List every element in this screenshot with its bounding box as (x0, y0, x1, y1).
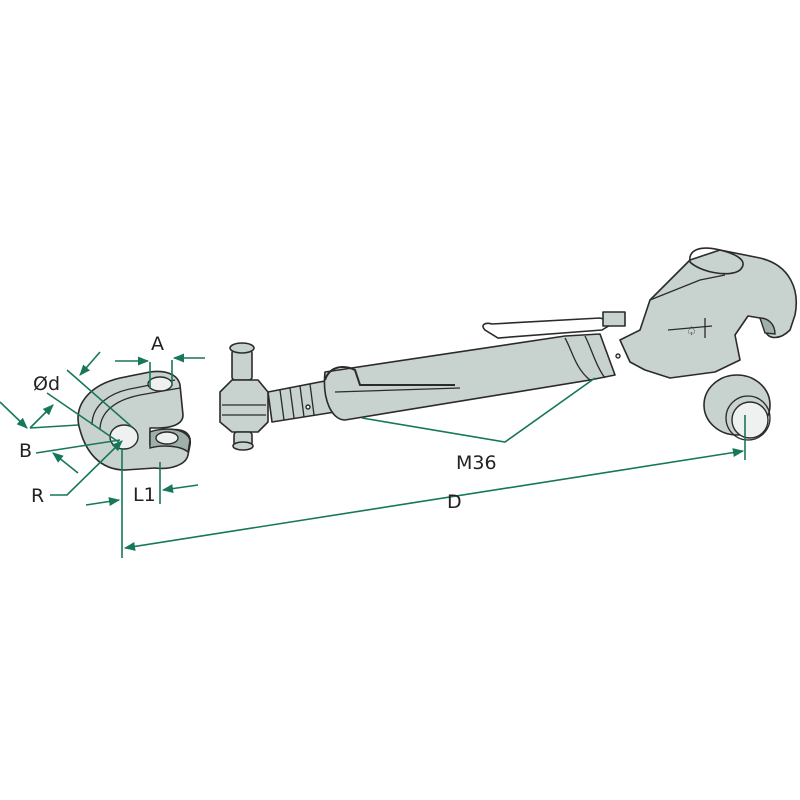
tube-body (305, 333, 621, 421)
label-dd: D (447, 491, 462, 513)
heart-mark-icon: ♤ (686, 324, 697, 338)
clevis-fork (77, 370, 192, 471)
label-m36: M36 (456, 452, 497, 474)
clevis-pin (219, 342, 269, 451)
label-d: Ød (33, 373, 60, 395)
ball-sleeve (703, 374, 771, 441)
label-l1: L1 (133, 484, 156, 506)
quick-coupler-hook: ♤ (482, 247, 797, 379)
label-a: A (151, 333, 164, 355)
label-b: B (19, 440, 32, 462)
dimension-lines (0, 351, 746, 558)
label-r: R (31, 485, 44, 507)
pin-hole (109, 424, 139, 450)
